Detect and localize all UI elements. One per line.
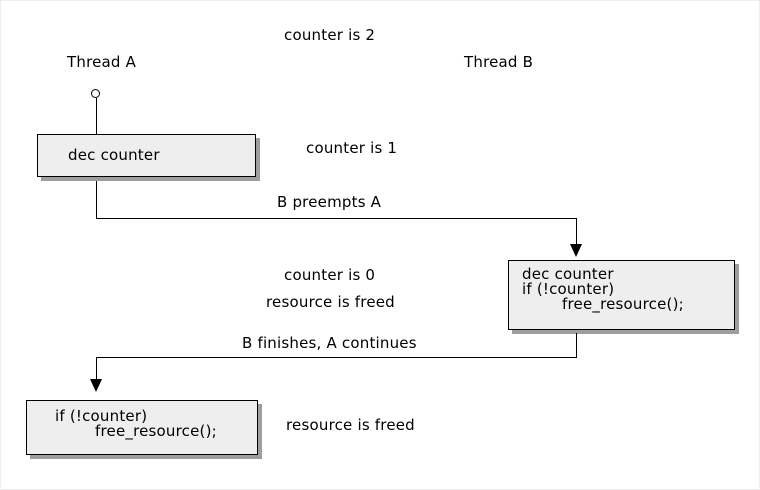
note-resource-freed-by-b: resource is freed bbox=[266, 293, 395, 311]
edge-label-b-finishes-a-continues: B finishes, A continues bbox=[242, 334, 417, 352]
thread-b-label: Thread B bbox=[464, 53, 534, 71]
note-counter-is-0: counter is 0 bbox=[284, 266, 376, 284]
connector-resume-segment-down bbox=[576, 333, 577, 358]
edge-label-b-preempts-a: B preempts A bbox=[277, 193, 382, 211]
note-counter-is-1: counter is 1 bbox=[306, 139, 398, 157]
lifeline-anchor-circle-icon bbox=[91, 89, 100, 98]
connector-resume-segment-drop bbox=[96, 358, 97, 380]
connector-preempt-segment-down bbox=[96, 181, 97, 219]
box-a2-line2: free_resource(); bbox=[95, 422, 217, 440]
note-resource-freed-by-a: resource is freed bbox=[286, 416, 415, 434]
note-counter-is-2: counter is 2 bbox=[284, 26, 376, 44]
arrowhead-down-icon bbox=[570, 244, 582, 257]
lifeline-stem-line bbox=[96, 98, 97, 134]
box-thread-a-dec-counter: dec counter bbox=[37, 134, 256, 177]
box-thread-a-free-resource: if (!counter) free_resource(); bbox=[26, 400, 258, 455]
box-b1-line1: dec counter bbox=[522, 265, 614, 283]
box-thread-b-dec-counter: dec counter if (!counter) free_resource(… bbox=[508, 260, 735, 330]
thread-a-label: Thread A bbox=[67, 53, 137, 71]
connector-resume-segment-across bbox=[96, 357, 577, 358]
arrowhead-down-icon bbox=[90, 379, 102, 392]
box-a2-line1: if (!counter) bbox=[55, 407, 148, 425]
box-a1-line: dec counter bbox=[68, 146, 160, 164]
box-b1-line2: if (!counter) bbox=[522, 280, 615, 298]
connector-preempt-segment-across bbox=[96, 218, 577, 219]
box-b1-line3: free_resource(); bbox=[562, 295, 684, 313]
connector-preempt-segment-drop bbox=[576, 218, 577, 245]
